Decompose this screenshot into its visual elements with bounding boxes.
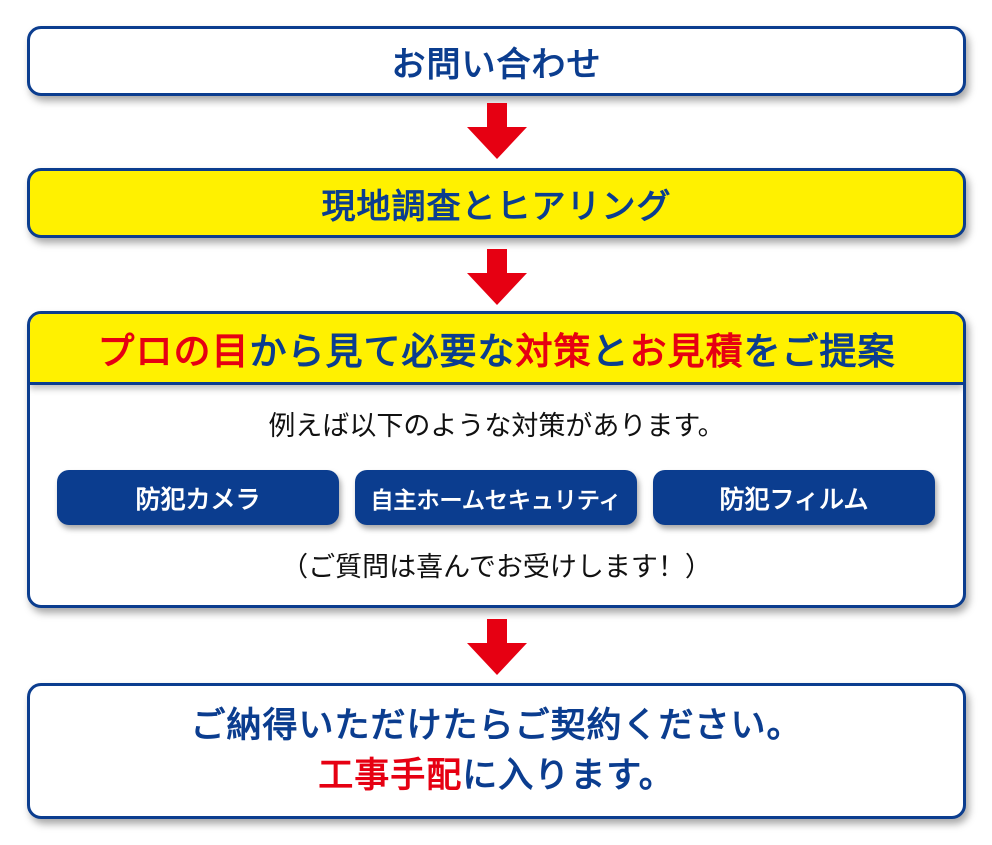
contract-line-2: 工事手配に入ります。 [318, 751, 675, 801]
header-segment: から見て必要な [249, 330, 516, 373]
step-proposal-header: プロの目から見て必要な対策とお見積をご提案 [30, 314, 963, 385]
header-segment: をご提案 [743, 330, 896, 373]
contract-segment: に入ります。 [462, 756, 675, 796]
proposal-note-text: （ご質問は喜んでお受けします！） [281, 552, 712, 583]
arrow-down-icon [467, 249, 527, 305]
step-contract-text: ご納得いただけたらご契約ください。 工事手配に入ります。 [30, 686, 963, 816]
step-proposal: プロの目から見て必要な対策とお見積をご提案 例えば以下のような対策があります。 … [27, 311, 966, 608]
proposal-intro-text: 例えば以下のような対策があります。 [268, 411, 725, 442]
step-inquiry-title: お問い合わせ [391, 44, 602, 85]
option-security-film: 防犯フィルム [653, 470, 935, 525]
contract-line-1: ご納得いただけたらご契約ください。 [190, 706, 803, 746]
step-proposal-body: 例えば以下のような対策があります。 防犯カメラ 自主ホームセキュリティ 防犯フィ… [30, 385, 963, 605]
arrow-down-icon [467, 619, 527, 675]
header-segment-pro-eye: プロの目 [97, 330, 250, 373]
contract-segment-construction: 工事手配 [318, 756, 463, 796]
step-contract: ご納得いただけたらご契約ください。 工事手配に入ります。 [27, 683, 966, 819]
header-segment-estimate: お見積 [629, 330, 744, 373]
option-security-camera: 防犯カメラ [57, 470, 339, 525]
header-segment: と [591, 330, 630, 373]
step-inquiry: お問い合わせ [27, 26, 966, 96]
option-home-security: 自主ホームセキュリティ [355, 470, 637, 525]
arrow-down-icon [467, 103, 527, 159]
header-segment-measures: 対策 [515, 330, 592, 373]
step-survey-title: 現地調査とヒアリング [321, 186, 672, 227]
step-survey: 現地調査とヒアリング [27, 168, 966, 238]
